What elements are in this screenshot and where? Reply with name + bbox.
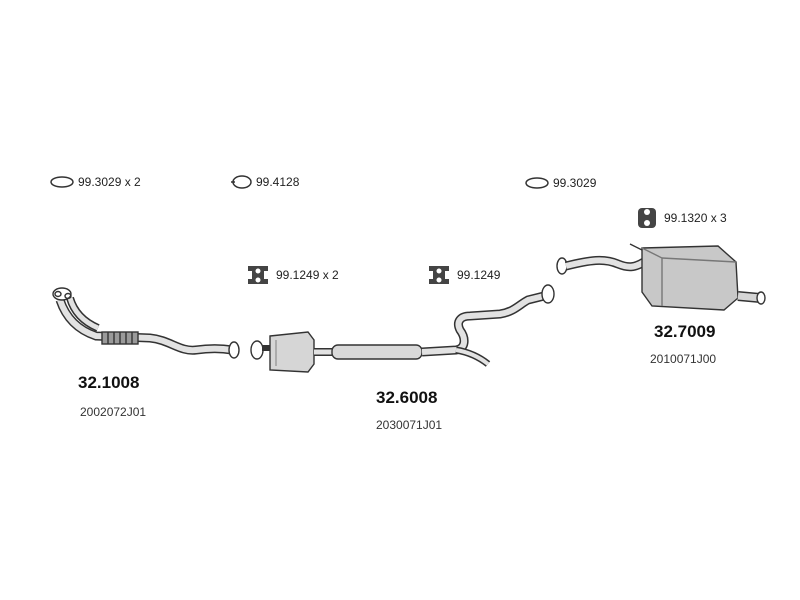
oval-ring-icon [525,177,549,189]
part-number: 32.6008 [376,388,438,407]
part-number: 32.7009 [654,322,716,341]
part-number: 32.1008 [78,373,140,392]
front-pipe-drawing [52,287,240,359]
accessory-label: 99.3029 x 2 [78,175,141,189]
accessory-label: 99.3029 [553,176,597,190]
part-code: 2030071J01 [376,418,443,432]
rubber-hanger-icon [638,208,656,228]
centre-silencer-drawing [250,284,555,373]
oval-ring-icon [50,176,74,188]
ring-clamp-icon [231,175,252,189]
rubber-mount-icon [248,266,268,284]
part-code: 2002072J01 [80,405,147,419]
accessory-label: 99.1320 x 3 [664,211,727,225]
accessory-label: 99.1249 [457,268,501,282]
rear-silencer-drawing [556,243,766,311]
part-code: 2010071J00 [650,352,717,366]
accessory-label: 99.1249 x 2 [276,268,339,282]
accessory-label: 99.4128 [256,175,300,189]
rubber-mount-icon [429,266,449,284]
